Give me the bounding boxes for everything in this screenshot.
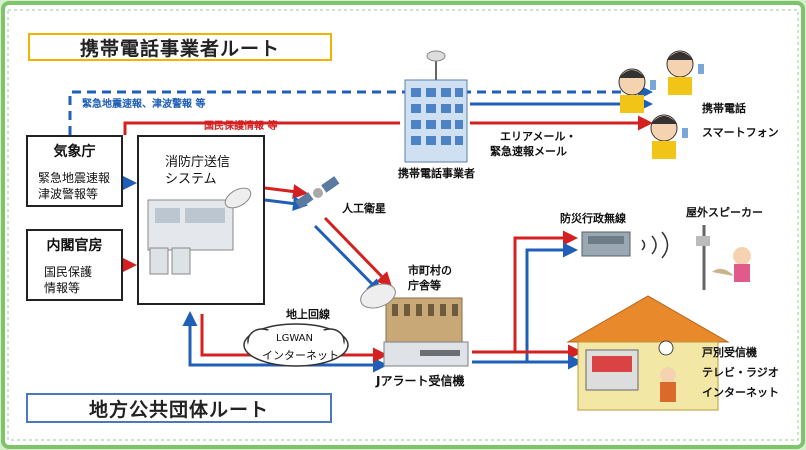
municipal-building-icon (360, 283, 469, 367)
arrow-sat-to-city-red (323, 216, 393, 288)
home-label-3: インターネット (702, 386, 779, 399)
lgwan-cloud-icon (243, 323, 349, 367)
jma-line-1: 緊急地震速報 (38, 171, 111, 185)
ground-line-label: 地上回線 (286, 308, 330, 321)
cabinet-title: 内閣官房 (46, 238, 103, 254)
area-mail-label-2: 緊急速報メール (490, 145, 567, 158)
fdma-equipment-icon (147, 187, 252, 275)
carrier-route-title: 携帯電話事業者ルート (28, 33, 332, 61)
fdma-box: 消防庁送信 システム (137, 135, 265, 305)
lgwan-label-1: LGWAN (276, 333, 313, 344)
outdoor-speaker-label: 屋外スピーカー (686, 206, 763, 219)
arrow-fdma-to-sat-red (264, 184, 308, 199)
jma-title: 気象庁 (53, 144, 96, 160)
phones-label-2: スマートフォン (702, 126, 779, 139)
jma-box: 気象庁 緊急地震速報 津波警報等 (26, 135, 123, 207)
disaster-radio-label: 防災行政無線 (560, 212, 626, 225)
home-label-2: テレビ・ラジオ (702, 366, 779, 379)
municipal-label-1: 市町村の (408, 264, 452, 277)
cabinet-box: 内閣官房 国民保護 情報等 (26, 229, 123, 301)
cabinet-line-1: 国民保護 (44, 265, 93, 279)
arrow-civil-to-carrier (123, 121, 400, 135)
carrier-building-icon (404, 50, 468, 163)
house-icon (566, 295, 730, 411)
local-route-title: 地方公共団体ルート (26, 393, 332, 423)
satellite-icon (295, 176, 340, 209)
satellite-label: 人工衛星 (342, 202, 386, 215)
civil-protection-label: 国民保護情報 等 (204, 121, 278, 132)
eq-tsunami-label: 緊急地震速報、津波警報 等 (82, 99, 206, 110)
phone-users-icon (618, 50, 704, 159)
outdoor-speaker-icon (696, 225, 751, 290)
lgwan-label-2: インターネット (262, 349, 339, 362)
carrier-label: 携帯電話事業者 (398, 167, 475, 180)
fdma-line-2: システム (165, 172, 217, 187)
j-alert-label: Jアラート受信機 (376, 374, 465, 388)
fdma-line-1: 消防庁送信 (165, 155, 231, 170)
arrow-sat-to-city-blue (313, 224, 383, 295)
area-mail-label-1: エリアメール・ (500, 130, 577, 143)
phones-label-1: 携帯電話 (702, 102, 746, 115)
inner-dashed-frame (7, 9, 799, 441)
home-label-1: 戸別受信機 (702, 346, 757, 359)
disaster-radio-icon (581, 231, 669, 259)
jma-line-2: 津波警報等 (38, 187, 99, 201)
cabinet-line-2: 情報等 (44, 281, 81, 295)
municipal-label-2: 庁舎等 (408, 279, 441, 292)
